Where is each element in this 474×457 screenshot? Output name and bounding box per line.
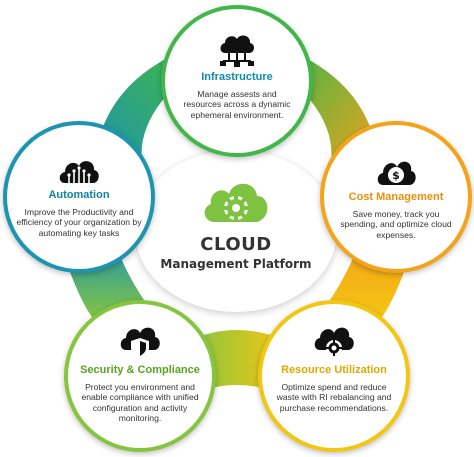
cloud-network-icon	[220, 35, 255, 67]
cost-management-description: Save money, track you spending, and opti…	[340, 209, 452, 240]
automation-node: Automation Improve the Productivity and …	[3, 121, 155, 273]
security-compliance-description: Protect you environment and enable compl…	[81, 382, 199, 424]
cloud-dollar-icon: $	[377, 161, 416, 185]
cost-management-title: Cost Management	[348, 191, 444, 203]
center-node: CLOUD Management Platform	[135, 150, 337, 312]
infrastructure-node: Infrastructure Manage assests and resour…	[161, 5, 313, 157]
cloud-gear-dark-icon	[314, 327, 354, 356]
security-compliance-node: Security & Compliance Protect you enviro…	[64, 300, 216, 452]
center-title: CLOUD	[200, 234, 272, 255]
svg-text:$: $	[392, 169, 400, 182]
infrastructure-description: Manage assests and resources across a dy…	[183, 89, 291, 120]
cost-management-node: $ Cost Management Save money, track you …	[320, 121, 472, 273]
automation-description: Improve the Productivity and efficiency …	[16, 207, 142, 238]
cloud-circuit-icon	[59, 161, 99, 183]
resource-utilization-description: Optimize spend and reduce waste with RI …	[276, 382, 392, 413]
automation-title: Automation	[48, 189, 110, 201]
center-subtitle: Management Platform	[160, 257, 312, 271]
resource-utilization-node: Resource Utilization Optimize spend and …	[258, 300, 410, 452]
security-compliance-title: Security & Compliance	[80, 364, 200, 376]
cloud-gear-icon	[204, 183, 268, 222]
resource-utilization-title: Resource Utilization	[281, 364, 387, 376]
infrastructure-title: Infrastructure	[201, 71, 273, 83]
cloud-shield-icon	[120, 327, 160, 359]
